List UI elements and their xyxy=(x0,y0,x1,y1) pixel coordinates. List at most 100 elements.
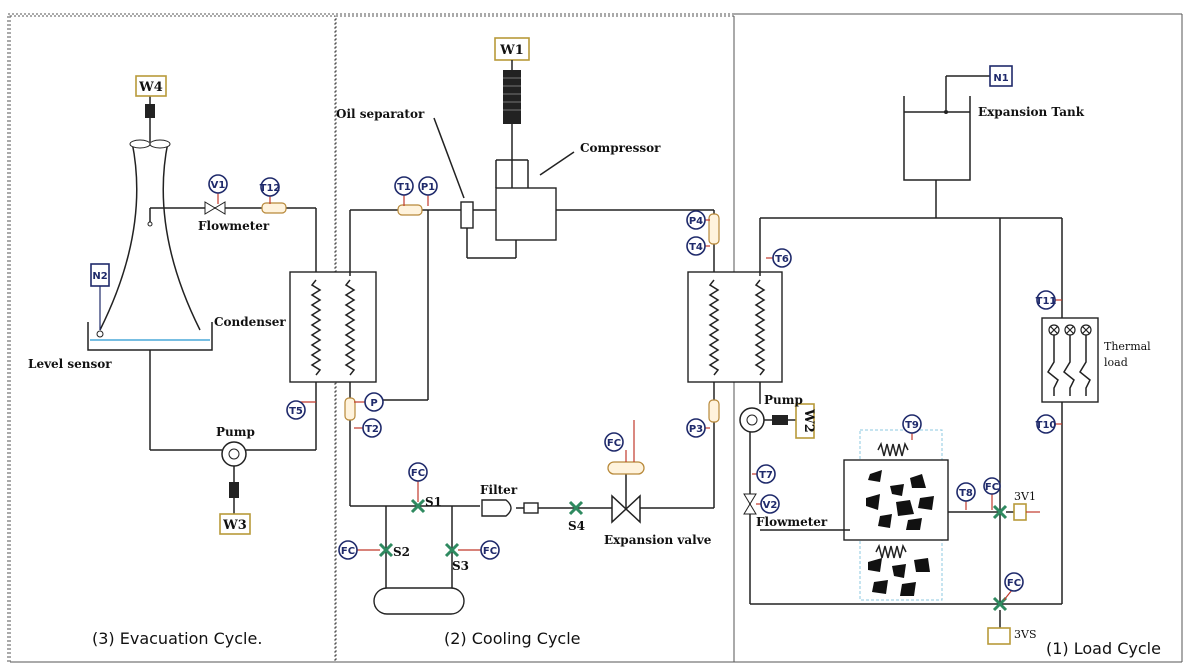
v2-sensor xyxy=(756,494,780,514)
sight-glass-icon xyxy=(523,502,539,514)
evacuation-cycle-title: (3) Evacuation Cycle. xyxy=(92,629,262,648)
thermal-load-label-1: Thermal xyxy=(1104,340,1151,353)
p-sensor xyxy=(354,392,384,412)
evaporator-coil-left xyxy=(708,279,720,376)
t7-label: T7 xyxy=(759,470,773,481)
flowmeter-left-label: Flowmeter xyxy=(198,219,270,233)
evaporator-coil-right xyxy=(754,279,766,376)
n1-label: N1 xyxy=(993,73,1008,84)
t2-sensor xyxy=(354,418,382,438)
p-label: P xyxy=(370,398,377,409)
compressor-label: Compressor xyxy=(580,141,661,155)
t12-label: T12 xyxy=(260,183,281,194)
t9-sensor xyxy=(902,414,922,440)
s1-label: S1 xyxy=(425,495,442,509)
heating-element-1-icon xyxy=(1047,335,1059,396)
condenser-coil-left xyxy=(310,279,322,376)
thermal-load-label-2: load xyxy=(1104,356,1128,369)
condenser-label: Condenser xyxy=(214,315,286,329)
v1-label: V1 xyxy=(211,180,226,191)
fc-label-s3: FC xyxy=(483,546,497,557)
w2-label: W2 xyxy=(801,408,816,433)
pump-left-label: Pump xyxy=(216,425,255,439)
t1-sensor xyxy=(394,176,414,206)
3vs-label: 3VS xyxy=(1014,628,1036,641)
s2-label: S2 xyxy=(393,545,410,559)
s1-valve-icon xyxy=(410,498,426,514)
t12-sensor xyxy=(260,177,280,204)
heating-element-2-icon xyxy=(1063,335,1075,396)
t4-sensor xyxy=(686,236,710,256)
load-cycle-title: (1) Load Cycle xyxy=(1046,639,1161,658)
t8-sensor xyxy=(956,482,976,510)
t10-label: T10 xyxy=(1036,420,1057,431)
evacuation-cycle-region xyxy=(9,15,336,663)
p1-label: P1 xyxy=(421,182,435,193)
fc-label-3vs: FC xyxy=(1007,578,1021,589)
t5-sensor xyxy=(286,400,316,420)
pump-right-label: Pump xyxy=(764,393,803,407)
filter-icon xyxy=(481,499,512,517)
flowmeter-valve-right-icon xyxy=(743,493,757,515)
3v1-label: 3V1 xyxy=(1014,490,1036,503)
fc-label-3v1: FC xyxy=(985,482,999,493)
t9-label: T9 xyxy=(905,420,919,431)
t11-label: T11 xyxy=(1036,296,1057,307)
w3-meter xyxy=(219,513,251,535)
v1-sensor xyxy=(208,174,228,204)
condenser-coil-right xyxy=(344,279,356,376)
t8-label: T8 xyxy=(959,488,973,499)
3vs-actuator xyxy=(987,627,1011,645)
t12-probe xyxy=(261,202,287,214)
p3-label: P3 xyxy=(689,424,703,435)
cooling-tower-left-wall xyxy=(99,141,138,331)
fc-s1-sensor xyxy=(408,462,428,502)
expansion-tank-label: Expansion Tank xyxy=(978,105,1085,119)
v2-label: V2 xyxy=(763,500,778,511)
load-cycle-region xyxy=(733,13,1183,663)
t7-sensor xyxy=(752,464,776,484)
fc-3v1-sensor xyxy=(983,477,1001,510)
heating-element-3-icon xyxy=(1079,335,1091,396)
fc-label-s2: FC xyxy=(341,546,355,557)
fc-s3-sensor xyxy=(458,540,500,560)
t2-label: T2 xyxy=(365,424,379,435)
cooling-tower-right-wall xyxy=(162,141,201,331)
flowmeter-valve-left-icon xyxy=(204,201,226,215)
t4-label: T4 xyxy=(689,242,703,253)
receiver-tank xyxy=(373,587,465,615)
3v1-actuator xyxy=(1013,503,1027,521)
load-pump-motor-icon xyxy=(772,415,788,425)
oil-separator xyxy=(460,201,474,229)
fan-motor-icon xyxy=(145,104,155,118)
s3-valve-icon xyxy=(444,542,460,558)
s4-label: S4 xyxy=(568,519,585,533)
n1-level-meter xyxy=(989,65,1013,87)
p4-sensor xyxy=(686,210,710,230)
oil-separator-label: Oil separator xyxy=(336,107,425,121)
level-sensor-label: Level sensor xyxy=(28,357,112,371)
cooling-cycle-title: (2) Cooling Cycle xyxy=(444,629,581,648)
w4-label: W4 xyxy=(138,80,163,95)
expansion-tank xyxy=(903,96,971,181)
t6-label: T6 xyxy=(775,254,789,265)
fan-blade-icon xyxy=(129,139,151,149)
s4-valve-icon xyxy=(568,500,584,516)
three-way-valve-1-icon xyxy=(992,504,1008,520)
t11-sensor xyxy=(1036,290,1062,310)
fc-label-s1: FC xyxy=(411,468,425,479)
w3-label: W3 xyxy=(222,518,247,533)
condenser-heat-exchanger xyxy=(289,271,377,383)
p4-label: P4 xyxy=(689,216,703,227)
t10-sensor xyxy=(1036,414,1062,434)
filter-label: Filter xyxy=(480,483,518,497)
w4-meter xyxy=(135,75,167,97)
pump-motor-icon xyxy=(229,482,239,498)
w2-meter xyxy=(795,403,815,439)
heater-coil-top xyxy=(877,441,909,457)
fc-3vs-sensor xyxy=(1003,572,1024,601)
p1-sensor xyxy=(418,176,438,206)
n2-label: N2 xyxy=(92,271,107,282)
fc-s2-sensor xyxy=(338,540,380,560)
